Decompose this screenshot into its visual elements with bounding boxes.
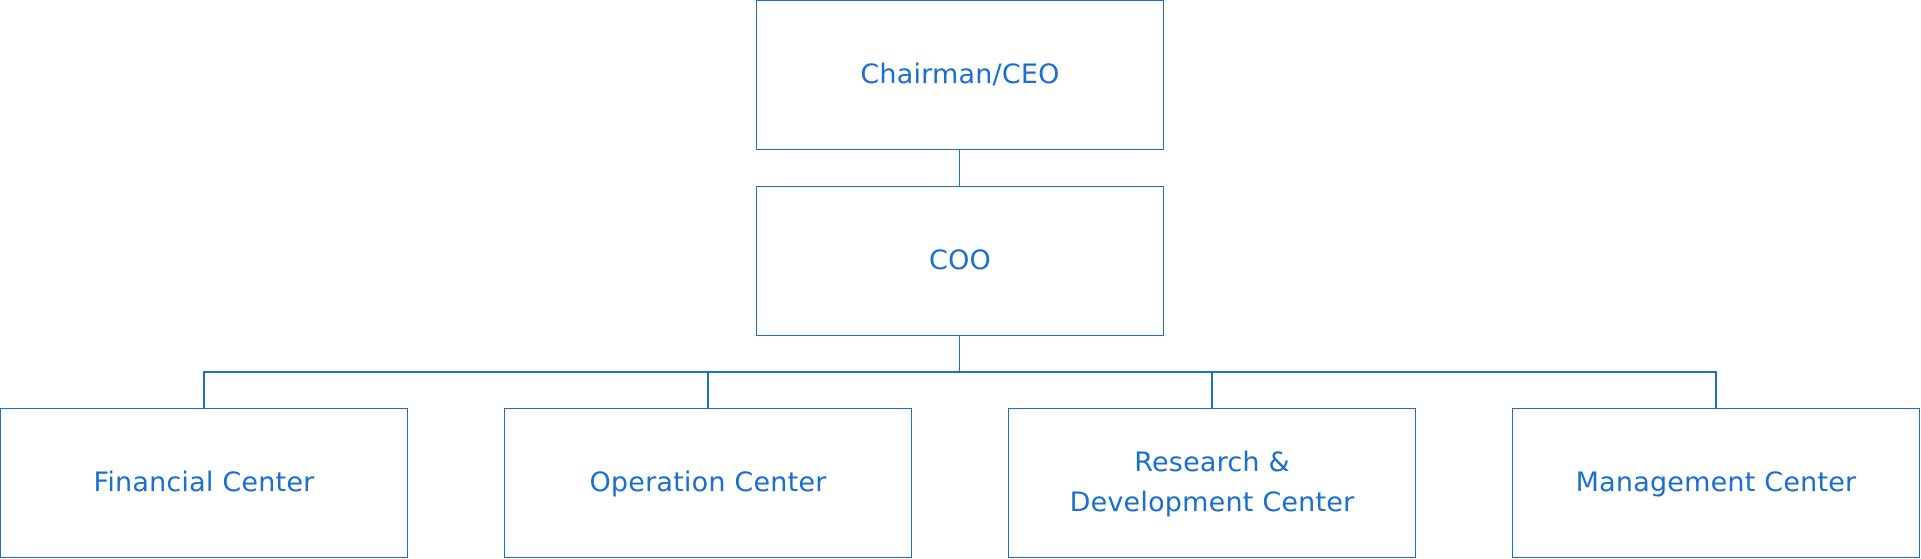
node-coo: COO (756, 186, 1164, 336)
node-chairman-ceo: Chairman/CEO (756, 0, 1164, 150)
connector-horizontal-bus (203, 371, 1716, 373)
connector-to-operation (707, 371, 709, 409)
connector-ceo-coo (958, 149, 960, 187)
node-label: Management Center (1575, 467, 1857, 498)
node-label: COO (929, 245, 991, 276)
node-label: Chairman/CEO (860, 59, 1060, 90)
connector-to-management (1715, 371, 1717, 409)
connector-to-research (1211, 371, 1213, 409)
node-management-center: Management Center (1512, 408, 1920, 558)
connector-coo-down (958, 335, 960, 372)
node-label: Financial Center (93, 467, 315, 498)
node-label: Operation Center (589, 467, 827, 498)
connector-to-financial (203, 371, 205, 409)
node-research-development-center: Research & Development Center (1008, 408, 1416, 558)
node-operation-center: Operation Center (504, 408, 912, 558)
node-financial-center: Financial Center (0, 408, 408, 558)
node-label: Research & Development Center (1069, 447, 1355, 518)
